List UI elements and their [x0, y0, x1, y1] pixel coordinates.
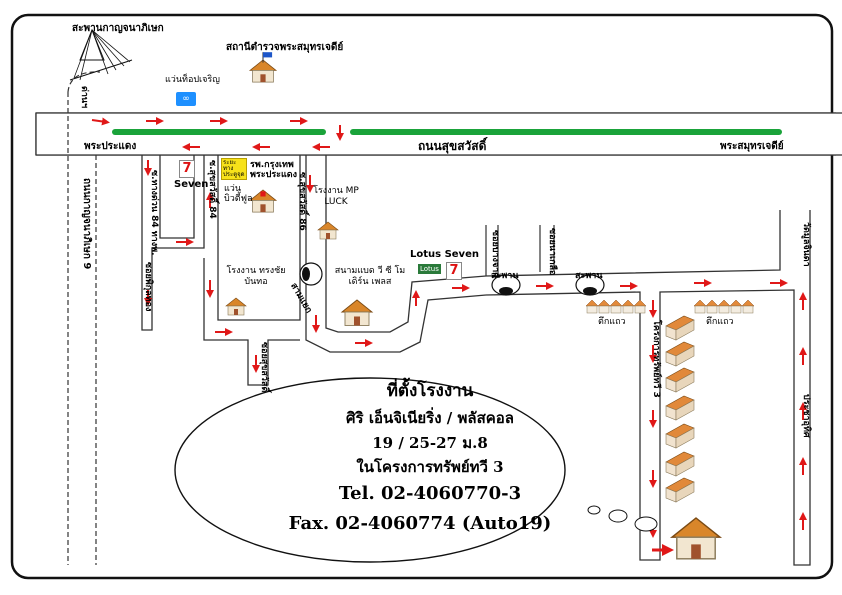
lotus-label: Lotus Seven: [410, 249, 479, 260]
water-feature-label: แว่นท็อปเจริญ: [165, 75, 220, 85]
factory-luck-label: โรงงาน MP LUCK: [313, 186, 359, 207]
info-address: 19 / 25-27 ม.8: [372, 434, 488, 452]
factory-info: ที่ตั้งโรงงาน ศิริ เอ็นจิเนียริ่ง / พลัส…: [180, 373, 680, 573]
soi-right-2-label: ซอยนาเกลือ: [547, 228, 557, 276]
seven-eleven-icon-2: 7: [446, 262, 462, 280]
police-station-icon: [249, 52, 277, 83]
toward-left-label: พระประแดง: [84, 141, 137, 152]
bridge-1-label: สะพาน: [491, 271, 519, 281]
info-ellipse: [174, 377, 566, 563]
loop-logo-icon: ∞: [176, 92, 196, 106]
info-heading: ที่ตั้งโรงงาน: [386, 381, 474, 401]
seven-eleven-icon: 7: [179, 160, 195, 178]
soi-bottom-left-label: ซอยพิกุลทอง: [143, 262, 153, 312]
junction-marker: [299, 262, 323, 286]
townhouse-2-label: ตึกแถว: [706, 317, 734, 327]
info-project: ในโครงการทรัพย์ทวี 3: [356, 458, 504, 476]
police-station-label: สถานีตำรวจพระสมุทรเจดีย์: [226, 42, 344, 53]
soi-left-label: ซ.ทางด่วน 84 ทางพ.: [149, 170, 159, 256]
lotus-logo-icon: Lotus: [418, 264, 441, 274]
townhouse-1-label: ตึกแถว: [598, 317, 626, 327]
info-fax: Fax. 02-4060774 (Auto19): [288, 513, 552, 534]
info-company: ศิริ เอ็นจิเนียริ่ง / พลัสคอล: [346, 409, 514, 427]
bridge-marker-1: [491, 274, 521, 296]
direction-arrows: [91, 117, 807, 556]
hospital-badge: ระยะทาง ประตูจุด: [221, 158, 247, 180]
seven-left-label: Seven: [174, 179, 209, 190]
kanchana-road-label: ถนนกาญจนาภิเษก 9: [81, 178, 92, 270]
drainage-label: แว่น บิวตี้ฟูล: [224, 184, 253, 205]
main-road-label: ถนนสุขสวัสดิ์: [418, 139, 487, 153]
bridge-marker-2: [575, 274, 605, 296]
bottom-right-road-label: ประชาอุทิศ: [801, 394, 811, 438]
median-left: [112, 129, 326, 135]
bridge-icon: [69, 28, 133, 81]
toll-gate-label: ด่านฯ: [79, 86, 89, 109]
median-right: [350, 129, 782, 135]
info-tel: Tel. 02-4060770-3: [338, 483, 522, 504]
badminton-label: สนามแบด วี ซี โมเดิร์น เพลส: [334, 266, 406, 287]
bridge-label: สะพานกาญจนาภิเษก: [72, 23, 164, 34]
hospital-icon: [249, 189, 277, 213]
soi-far-right-label: วัดมูลจินดา: [801, 222, 811, 267]
bridge-2-label: สะพาน: [575, 271, 603, 281]
soi-86-label: ซ.สุขสวัสดิ์ 86: [297, 172, 307, 231]
hospital-label: รพ.กรุงเทพ พระประแดง: [250, 160, 298, 181]
factory-rong-label: โรงงาน ทรงชัยบันทอ: [226, 266, 286, 287]
toward-right-label: พระสมุทรเจดีย์: [720, 141, 784, 152]
